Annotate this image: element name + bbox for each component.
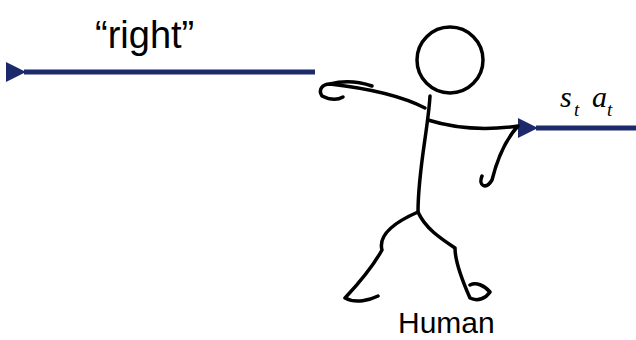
subscript: t [607, 100, 612, 119]
output-arrow [24, 70, 315, 75]
stick-figure [320, 27, 518, 301]
state-symbol: s [560, 82, 572, 112]
input-arrow [536, 126, 636, 131]
arrow-label: “right” [95, 16, 194, 54]
subscript: t [574, 100, 579, 119]
figure-caption: Human [398, 308, 495, 338]
action-symbol: a [592, 82, 607, 112]
